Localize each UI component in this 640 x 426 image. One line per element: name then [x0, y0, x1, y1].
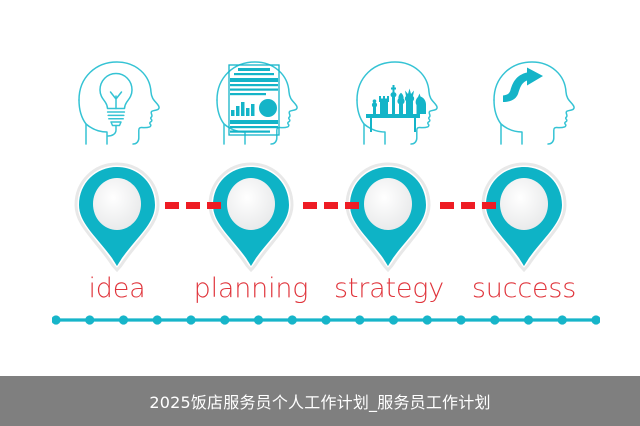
pin-marker-success[interactable]	[477, 162, 571, 272]
head-up-arrow-icon	[477, 52, 587, 148]
dash-segment	[482, 202, 496, 209]
dash-segment	[461, 202, 475, 209]
step-label-row: idea planning strategy success	[0, 272, 640, 312]
process-infographic: idea planning strategy success	[0, 52, 640, 326]
caption-title: 2025饭店服务员个人工作计划_服务员工作计划	[149, 393, 491, 412]
dash-segment	[207, 202, 221, 209]
step-label-success: success	[471, 273, 577, 304]
dash-segment	[345, 202, 359, 209]
pin-marker-row	[0, 162, 640, 272]
step-label-strategy: strategy	[333, 273, 445, 304]
head-chess-pieces-icon	[340, 52, 450, 148]
step-label-planning: planning	[193, 273, 309, 304]
caption-bar: 2025饭店服务员个人工作计划_服务员工作计划	[0, 376, 640, 426]
dash-segment	[165, 202, 179, 209]
pin-marker-idea[interactable]	[70, 162, 164, 272]
connector-dash-3	[440, 202, 496, 209]
connector-dash-1	[165, 202, 221, 209]
head-document-chart-icon	[200, 52, 310, 148]
head-icon-row	[0, 52, 640, 152]
connector-dash-2	[303, 202, 359, 209]
dash-segment	[440, 202, 454, 209]
step-label-idea: idea	[88, 273, 146, 304]
head-lightbulb-icon	[62, 52, 172, 148]
dash-segment	[186, 202, 200, 209]
timeline-dotted-rail	[52, 314, 600, 326]
pin-marker-planning[interactable]	[204, 162, 298, 272]
dash-segment	[303, 202, 317, 209]
dash-segment	[324, 202, 338, 209]
pin-marker-strategy[interactable]	[341, 162, 435, 272]
